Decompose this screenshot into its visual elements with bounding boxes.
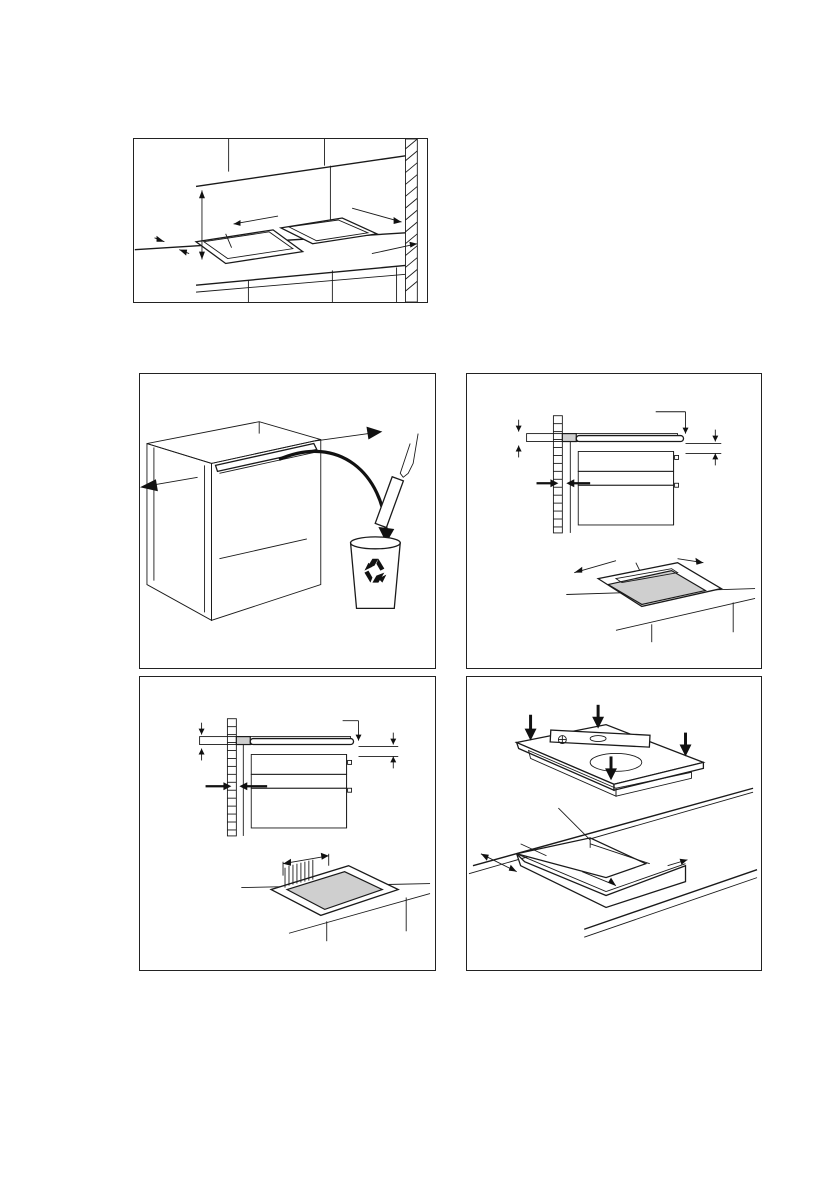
figure-place-hob-in-cutout xyxy=(466,676,762,971)
figure-clearance-wall-side-a xyxy=(466,373,762,669)
dual-cutout-diagram xyxy=(134,139,427,302)
clearance-diagram-b xyxy=(140,677,435,970)
figure-remove-cabinet-crossbar xyxy=(139,373,436,669)
cabinet-crossbar-diagram xyxy=(140,374,435,668)
figure-clearance-wall-side-b xyxy=(139,676,436,971)
figure-dual-cutout-dimensions xyxy=(133,138,428,303)
clearance-diagram-a xyxy=(467,374,761,668)
hob-placement-diagram xyxy=(467,677,761,970)
recycle-icon xyxy=(358,555,394,591)
